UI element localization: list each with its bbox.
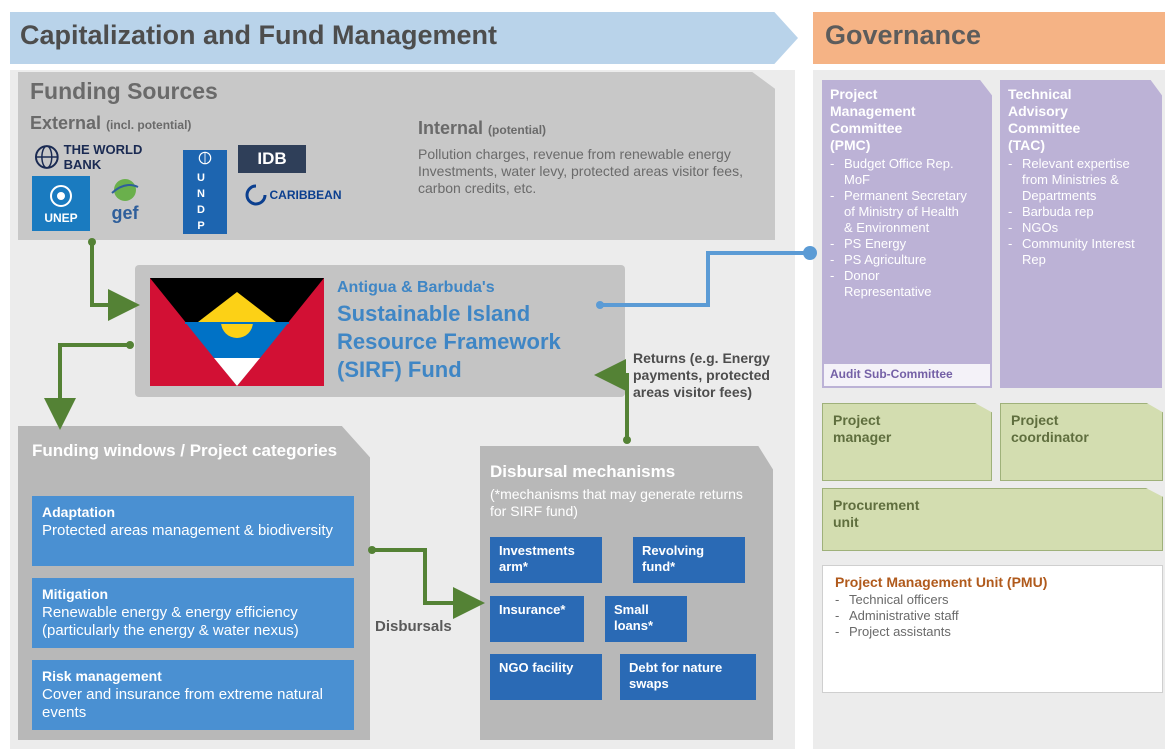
idb-logo: IDB	[238, 145, 306, 173]
project-coordinator-box: Project coordinator	[1000, 403, 1163, 481]
risk-management-body: Cover and insurance from extreme natural…	[42, 686, 323, 721]
idb-logo-text: IDB	[257, 149, 287, 168]
gef-logo: gef	[100, 172, 150, 228]
pmc-member: Donor Representative	[830, 268, 970, 300]
project-manager-label: Project manager	[833, 412, 892, 445]
gef-logo-text: gef	[111, 202, 139, 223]
sirf-to-governance-dot-start	[596, 301, 604, 309]
risk-management-title: Risk management	[42, 668, 162, 684]
funding-sources-title: Funding Sources	[30, 78, 218, 104]
returns-label: Returns (e.g. Energy payments, protected…	[633, 350, 770, 400]
mechanism-insurance: Insurance*	[490, 596, 584, 642]
antigua-flag-icon	[150, 278, 324, 386]
pmc-box: Project Management Committee (PMC) Budge…	[822, 80, 992, 388]
adaptation-title: Adaptation	[42, 504, 116, 520]
un-emblem-icon	[50, 184, 72, 207]
risk-management-window: Risk management Cover and insurance from…	[32, 660, 354, 730]
pmu-member: Project assistants	[835, 624, 1150, 640]
undp-logo: U N D P	[183, 150, 227, 234]
unep-logo-text: UNEP	[44, 210, 78, 225]
mechanism-investments-arm: Investments arm*	[490, 537, 602, 583]
tac-box: Technical Advisory Committee (TAC) Relev…	[1000, 80, 1162, 388]
internal-label: Internal (potential)	[418, 118, 546, 139]
internal-note: (potential)	[488, 123, 547, 137]
governance-header: Governance	[813, 12, 1165, 64]
pmu-box: Project Management Unit (PMU) Technical …	[822, 565, 1163, 693]
unep-logo: UNEP	[32, 176, 90, 231]
mechanism-small-loans: Small loans*	[605, 596, 687, 642]
mechanism-ngo-facility: NGO facility	[490, 654, 602, 700]
mitigation-window: Mitigation Renewable energy & energy eff…	[32, 578, 354, 648]
disbursals-dot	[368, 546, 376, 554]
gef-globe-icon	[111, 178, 139, 201]
world-bank-logo: THE WORLD BANK	[34, 142, 182, 172]
internal-sources-text: Pollution charges, revenue from renewabl…	[418, 146, 743, 196]
funding-sources-box	[18, 72, 775, 240]
funding-to-sirf-dot	[88, 238, 96, 246]
returns-dot	[623, 436, 631, 444]
audit-sub-committee: Audit Sub-Committee	[824, 364, 990, 386]
pmc-member: Permanent Secretary of Ministry of Healt…	[830, 188, 970, 236]
undp-logo-text: U N D P	[197, 172, 213, 232]
pmc-member: Budget Office Rep. MoF	[830, 156, 970, 188]
caribbean-biodiversity-fund-logo: CARIBBEAN	[238, 180, 348, 210]
pmc-member: PS Energy	[830, 236, 970, 252]
mechanism-debt-for-nature-swaps: Debt for nature swaps	[620, 654, 756, 700]
un-emblem-icon	[198, 151, 212, 165]
funding-to-sirf-arrow	[90, 242, 140, 321]
mitigation-body: Renewable energy & energy efficiency (pa…	[42, 604, 299, 639]
capitalization-header: Capitalization and Fund Management	[10, 12, 798, 64]
pmu-member: Administrative staff	[835, 608, 1150, 624]
governance-header-title: Governance	[825, 20, 982, 50]
sirf-to-windows-arrow	[44, 343, 130, 430]
world-bank-logo-text: THE WORLD BANK	[63, 142, 143, 172]
tac-member: NGOs	[1008, 220, 1148, 236]
pmc-member: PS Agriculture	[830, 252, 970, 268]
tac-title: Technical Advisory Committee (TAC)	[1008, 86, 1081, 153]
adaptation-body: Protected areas management & biodiversit…	[42, 522, 333, 539]
funding-windows-title: Funding windows / Project categories	[32, 441, 338, 460]
mechanism-revolving-fund: Revolving fund*	[633, 537, 745, 583]
project-coordinator-label: Project coordinator	[1011, 412, 1089, 445]
adaptation-window: Adaptation Protected areas management & …	[32, 496, 354, 566]
sirf-to-governance-dot-end	[803, 246, 817, 260]
mitigation-title: Mitigation	[42, 586, 109, 602]
pmu-member: Technical officers	[835, 592, 1150, 608]
sirf-to-governance-line	[600, 251, 808, 307]
external-label: External (incl. potential)	[30, 113, 191, 134]
procurement-unit-label: Procurement unit	[833, 497, 920, 530]
disbursals-label: Disbursals	[375, 618, 452, 635]
internal-label-text: Internal	[418, 118, 484, 138]
capitalization-header-title: Capitalization and Fund Management	[20, 20, 498, 50]
external-note: (incl. potential)	[106, 118, 192, 132]
pmc-title: Project Management Committee (PMC)	[830, 86, 916, 153]
sirf-title: Sustainable Island Resource Framework (S…	[337, 301, 561, 382]
pmu-members: Technical officers Administrative staff …	[835, 592, 1150, 640]
sirf-to-windows-dot	[126, 341, 134, 349]
sirf-subtitle: Antigua & Barbuda's	[337, 279, 495, 296]
external-label-text: External	[30, 113, 102, 133]
tac-members: Relevant expertise from Ministries & Dep…	[1008, 156, 1148, 268]
pmc-members: Budget Office Rep. MoF Permanent Secreta…	[830, 156, 970, 300]
caribbean-logo-text: CARIBBEAN	[269, 188, 342, 202]
globe-icon	[34, 145, 59, 169]
disbursals-arrow	[372, 548, 485, 619]
tac-member: Barbuda rep	[1008, 204, 1148, 220]
pmu-title: Project Management Unit (PMU)	[835, 574, 1048, 590]
disbursal-mechanisms-title: Disbursal mechanisms	[490, 462, 676, 481]
tac-member: Relevant expertise from Ministries & Dep…	[1008, 156, 1148, 204]
procurement-unit-box: Procurement unit	[822, 488, 1163, 551]
disbursal-mechanisms-subtitle: (*mechanisms that may generate returns f…	[490, 486, 743, 519]
tac-member: Community Interest Rep	[1008, 236, 1148, 268]
project-manager-box: Project manager	[822, 403, 992, 481]
swirl-icon	[245, 184, 266, 206]
returns-arrow	[594, 359, 629, 440]
